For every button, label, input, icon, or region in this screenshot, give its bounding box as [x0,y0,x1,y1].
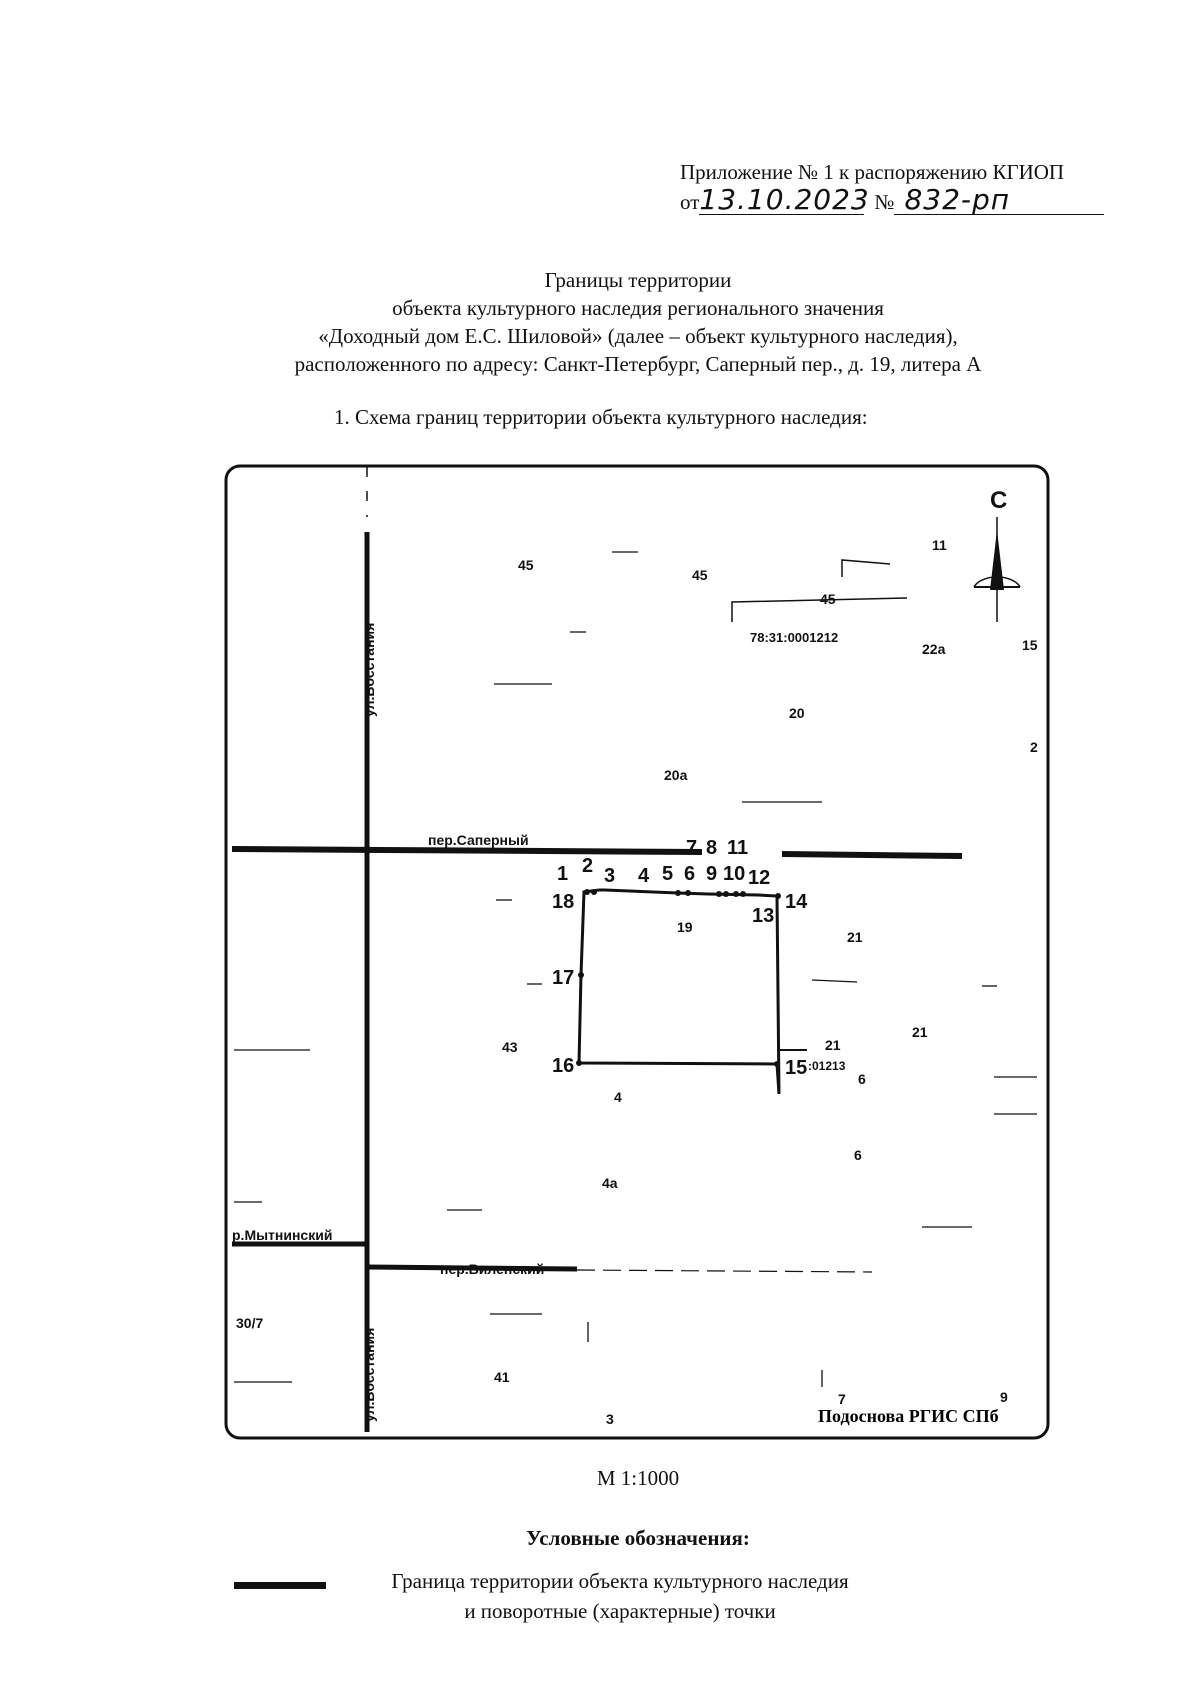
title-line-2: объекта культурного наследия регионально… [392,296,884,320]
order-date: 13.10.2023 [699,183,870,216]
from-label: от [680,190,700,214]
street-label-vilensky: пер.Виленский [440,1261,544,1277]
street-saperny-line-west [231,846,703,855]
legend-line-2: и поворотные (характерные) точки [464,1599,776,1623]
point-label-12: 12 [748,867,770,889]
section-heading: 1. Схема границ территории объекта культ… [334,405,868,429]
building-number: 20 [789,705,805,721]
title-line-3: «Доходный дом Е.С. Шиловой» (далее – объ… [318,324,958,348]
point-label-15: 15 [785,1057,807,1079]
point-label-16: 16 [552,1055,574,1077]
street-label-mytninsky: р.Мытнинский [232,1227,332,1243]
north-arrow-icon: С [973,487,1021,622]
point-label-13: 13 [752,905,774,927]
building-number: 45 [692,567,708,583]
cadastral-boundary-line [731,597,908,622]
building-number: 21 [847,929,863,945]
point-label-3: 3 [604,865,615,887]
map-decorative-dashes [234,551,1037,1387]
point-label-7: 7 [686,837,697,859]
street-label-saperny: пер.Саперный [428,832,529,848]
map-scale: М 1:1000 [596,1466,680,1490]
building-number: 7 [838,1391,846,1407]
point-label-8: 8 [706,837,717,859]
point-label-2: 2 [582,855,593,877]
legend-title: Условные обозначения: [526,1526,750,1550]
building-number: 2 [1030,739,1038,755]
cadastral-number-2: :01213 [808,1059,846,1073]
building-number-19: 19 [677,919,693,935]
map-frame [224,464,1050,1440]
street-vilensky-dashed [576,1269,873,1273]
document-title: Границы территории объекта культурного н… [0,266,1200,378]
point-label-5: 5 [662,863,673,885]
number-label: № [874,190,895,214]
building-number: 20а [664,767,688,783]
boundary-map: ул.Восстания пер.Саперный р.Мытнинский п… [222,462,1052,1442]
point-label-10: 10 [723,863,745,885]
building-number: 21 [912,1024,928,1040]
north-label: С [990,487,1007,514]
cadastral-number-1: 78:31:0001212 [750,630,838,645]
point-label-9: 9 [706,863,717,885]
cadastral-boundary-fragment [841,559,891,577]
map-source-label: Подоснова РГИС СПб [818,1406,999,1426]
point-label-17: 17 [552,967,574,989]
order-line: от 13.10.2023 № 832-рп [680,183,1105,216]
turning-points [576,889,781,1067]
point-label-11: 11 [727,837,748,859]
building-number: 4а [602,1175,618,1191]
street-label-vosstaniya-top: ул.Восстания [361,623,377,717]
building-number: 4 [614,1089,622,1105]
building-number: 43 [502,1039,518,1055]
title-line-4: расположенного по адресу: Санкт-Петербур… [294,352,982,376]
street-label-vosstaniya-bottom: ул.Восстания [361,1328,377,1422]
building-number: 6 [858,1071,866,1087]
appendix-header: Приложение № 1 к распоряжению КГИОП от 1… [680,158,1105,216]
object-boundary-polygon [577,888,781,1095]
building-number: 30/7 [236,1315,263,1331]
street-vilensky-line [366,1264,578,1272]
building-number: 15 [1022,637,1038,653]
legend-boundary-symbol [234,1582,326,1589]
building-number: 3 [606,1411,614,1427]
order-number: 832-рп [894,186,1105,215]
building-number: 22а [922,641,946,657]
building-number: 9 [1000,1389,1008,1405]
legend-line-1: Граница территории объекта культурного н… [391,1569,849,1593]
appendix-text: Приложение № 1 к распоряжению КГИОП [680,160,1065,184]
street-saperny-line-east [781,851,963,859]
building-number: 41 [494,1369,510,1385]
building-number: 11 [932,537,947,553]
building-number: 6 [854,1147,862,1163]
title-line-1: Границы территории [544,268,732,292]
point-label-14: 14 [785,891,808,913]
point-label-6: 6 [684,863,695,885]
map-svg: ул.Восстания пер.Саперный р.Мытнинский п… [224,464,1050,1440]
point-label-18: 18 [552,891,574,913]
legend-text: Граница территории объекта культурного н… [340,1566,900,1626]
point-label-4: 4 [638,865,650,887]
point-label-1: 1 [557,863,568,885]
building-number: 45 [518,557,534,573]
building-number: 45 [820,591,836,607]
building-number: 21 [825,1037,841,1053]
